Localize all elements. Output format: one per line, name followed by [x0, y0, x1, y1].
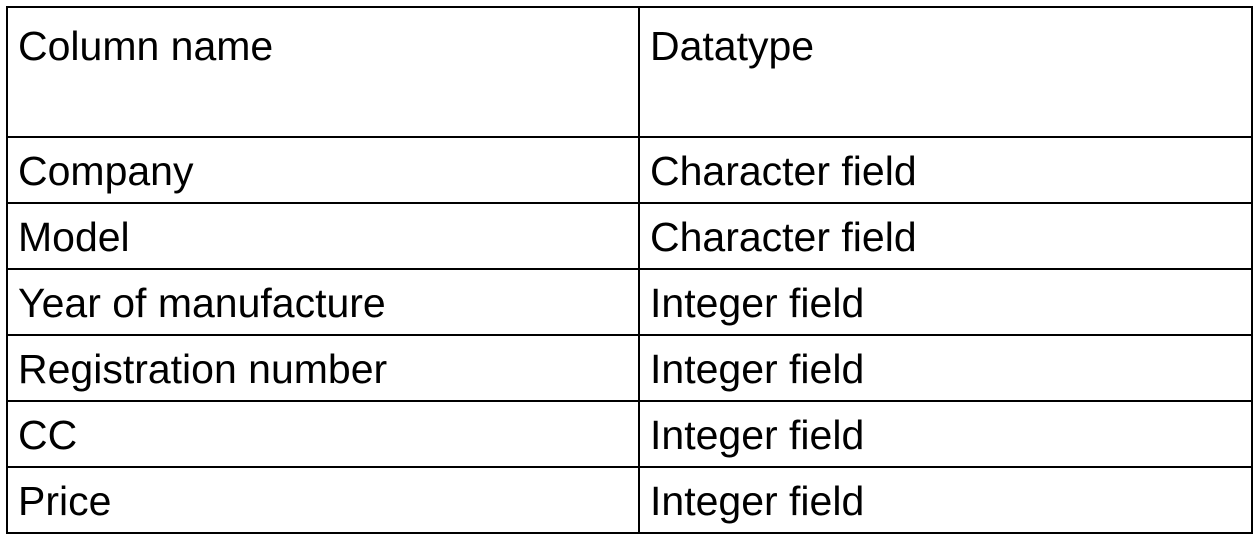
cell-datatype: Integer field	[638, 466, 1253, 534]
table-row: Year of manufacture Integer field	[6, 268, 1253, 336]
table-row: Model Character field	[6, 202, 1253, 270]
cell-datatype: Integer field	[638, 334, 1253, 402]
cell-datatype: Character field	[638, 136, 1253, 204]
cell-datatype: Character field	[638, 202, 1253, 270]
header-datatype: Datatype	[638, 6, 1253, 138]
table-row: Registration number Integer field	[6, 334, 1253, 402]
cell-datatype: Integer field	[638, 268, 1253, 336]
cell-column-name: Price	[6, 466, 640, 534]
header-column-name: Column name	[6, 6, 640, 138]
table-row: Price Integer field	[6, 466, 1253, 534]
cell-datatype: Integer field	[638, 400, 1253, 468]
table-row: CC Integer field	[6, 400, 1253, 468]
cell-column-name: Year of manufacture	[6, 268, 640, 336]
table-header-row: Column name Datatype	[6, 6, 1253, 138]
cell-column-name: CC	[6, 400, 640, 468]
cell-column-name: Registration number	[6, 334, 640, 402]
table-row: Company Character field	[6, 136, 1253, 204]
schema-table: Column name Datatype Company Character f…	[6, 6, 1253, 534]
cell-column-name: Model	[6, 202, 640, 270]
cell-column-name: Company	[6, 136, 640, 204]
